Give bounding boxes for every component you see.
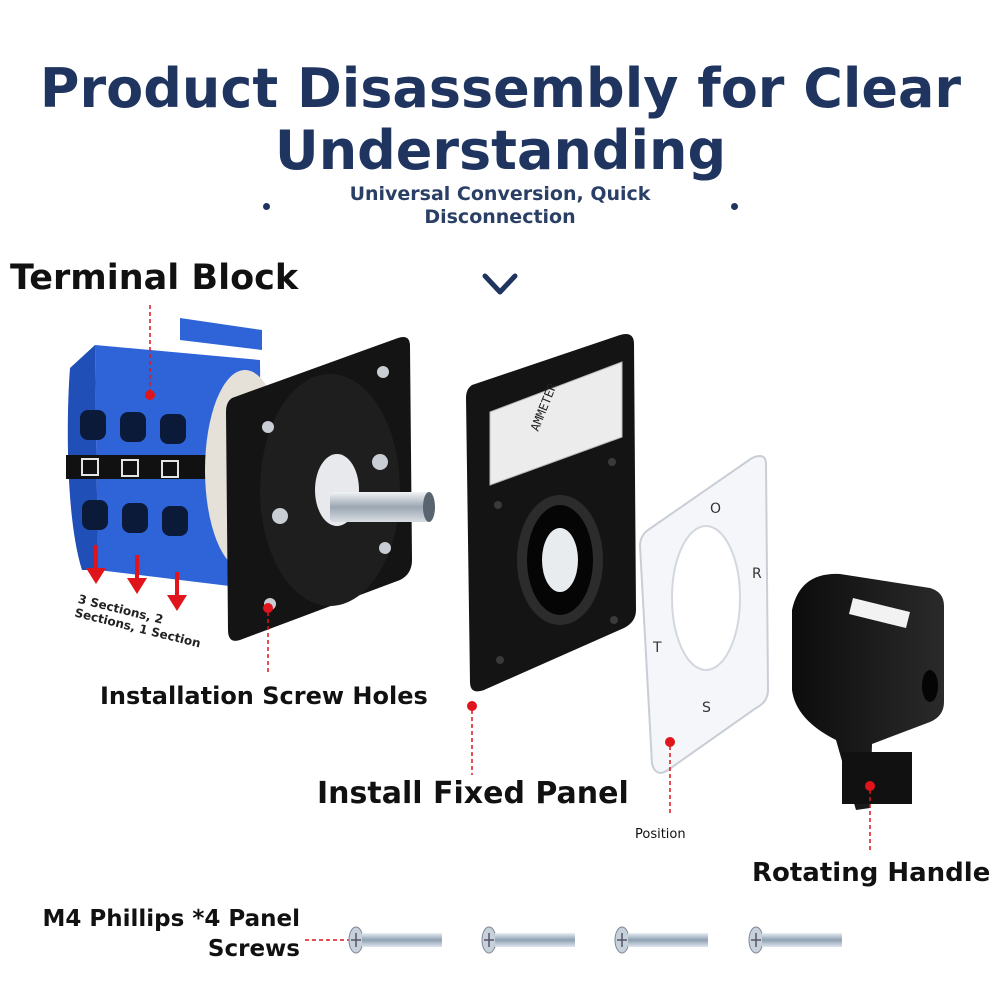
chevron-down-icon (482, 273, 518, 295)
decor-dot-right (731, 203, 738, 210)
dial-position-t: T (652, 640, 662, 656)
page-subtitle: Universal Conversion, Quick Disconnectio… (349, 183, 651, 228)
label-panel-screws: M4 Phillips *4 Panel Screws (18, 904, 300, 964)
dial-position-r: R (752, 566, 762, 582)
page-title-line2: Understanding (274, 119, 727, 182)
dial-position-s: S (702, 700, 711, 716)
decor-dot-left (263, 203, 270, 210)
label-panel-screws-line1: M4 Phillips *4 Panel (42, 906, 300, 932)
fixed-panel-illustration (466, 334, 636, 692)
dial-position-o: O (710, 501, 721, 517)
label-panel-screws-line2: Screws (207, 936, 300, 962)
mounting-plate-illustration (226, 337, 435, 641)
dial-plate-illustration (638, 455, 770, 774)
label-rotating-handle: Rotating Handle (752, 858, 991, 888)
rotating-handle-illustration (792, 573, 944, 810)
label-terminal-block: Terminal Block (10, 258, 299, 298)
callout-markers (145, 305, 875, 944)
screw-icon (348, 926, 842, 954)
label-position: Position (635, 827, 686, 842)
label-install-fixed-panel: Install Fixed Panel (317, 776, 629, 811)
arrow-down-icon (86, 545, 187, 611)
page-title-line1: Product Disassembly for Clear (39, 57, 962, 120)
label-installation-screw-holes: Installation Screw Holes (100, 682, 428, 710)
